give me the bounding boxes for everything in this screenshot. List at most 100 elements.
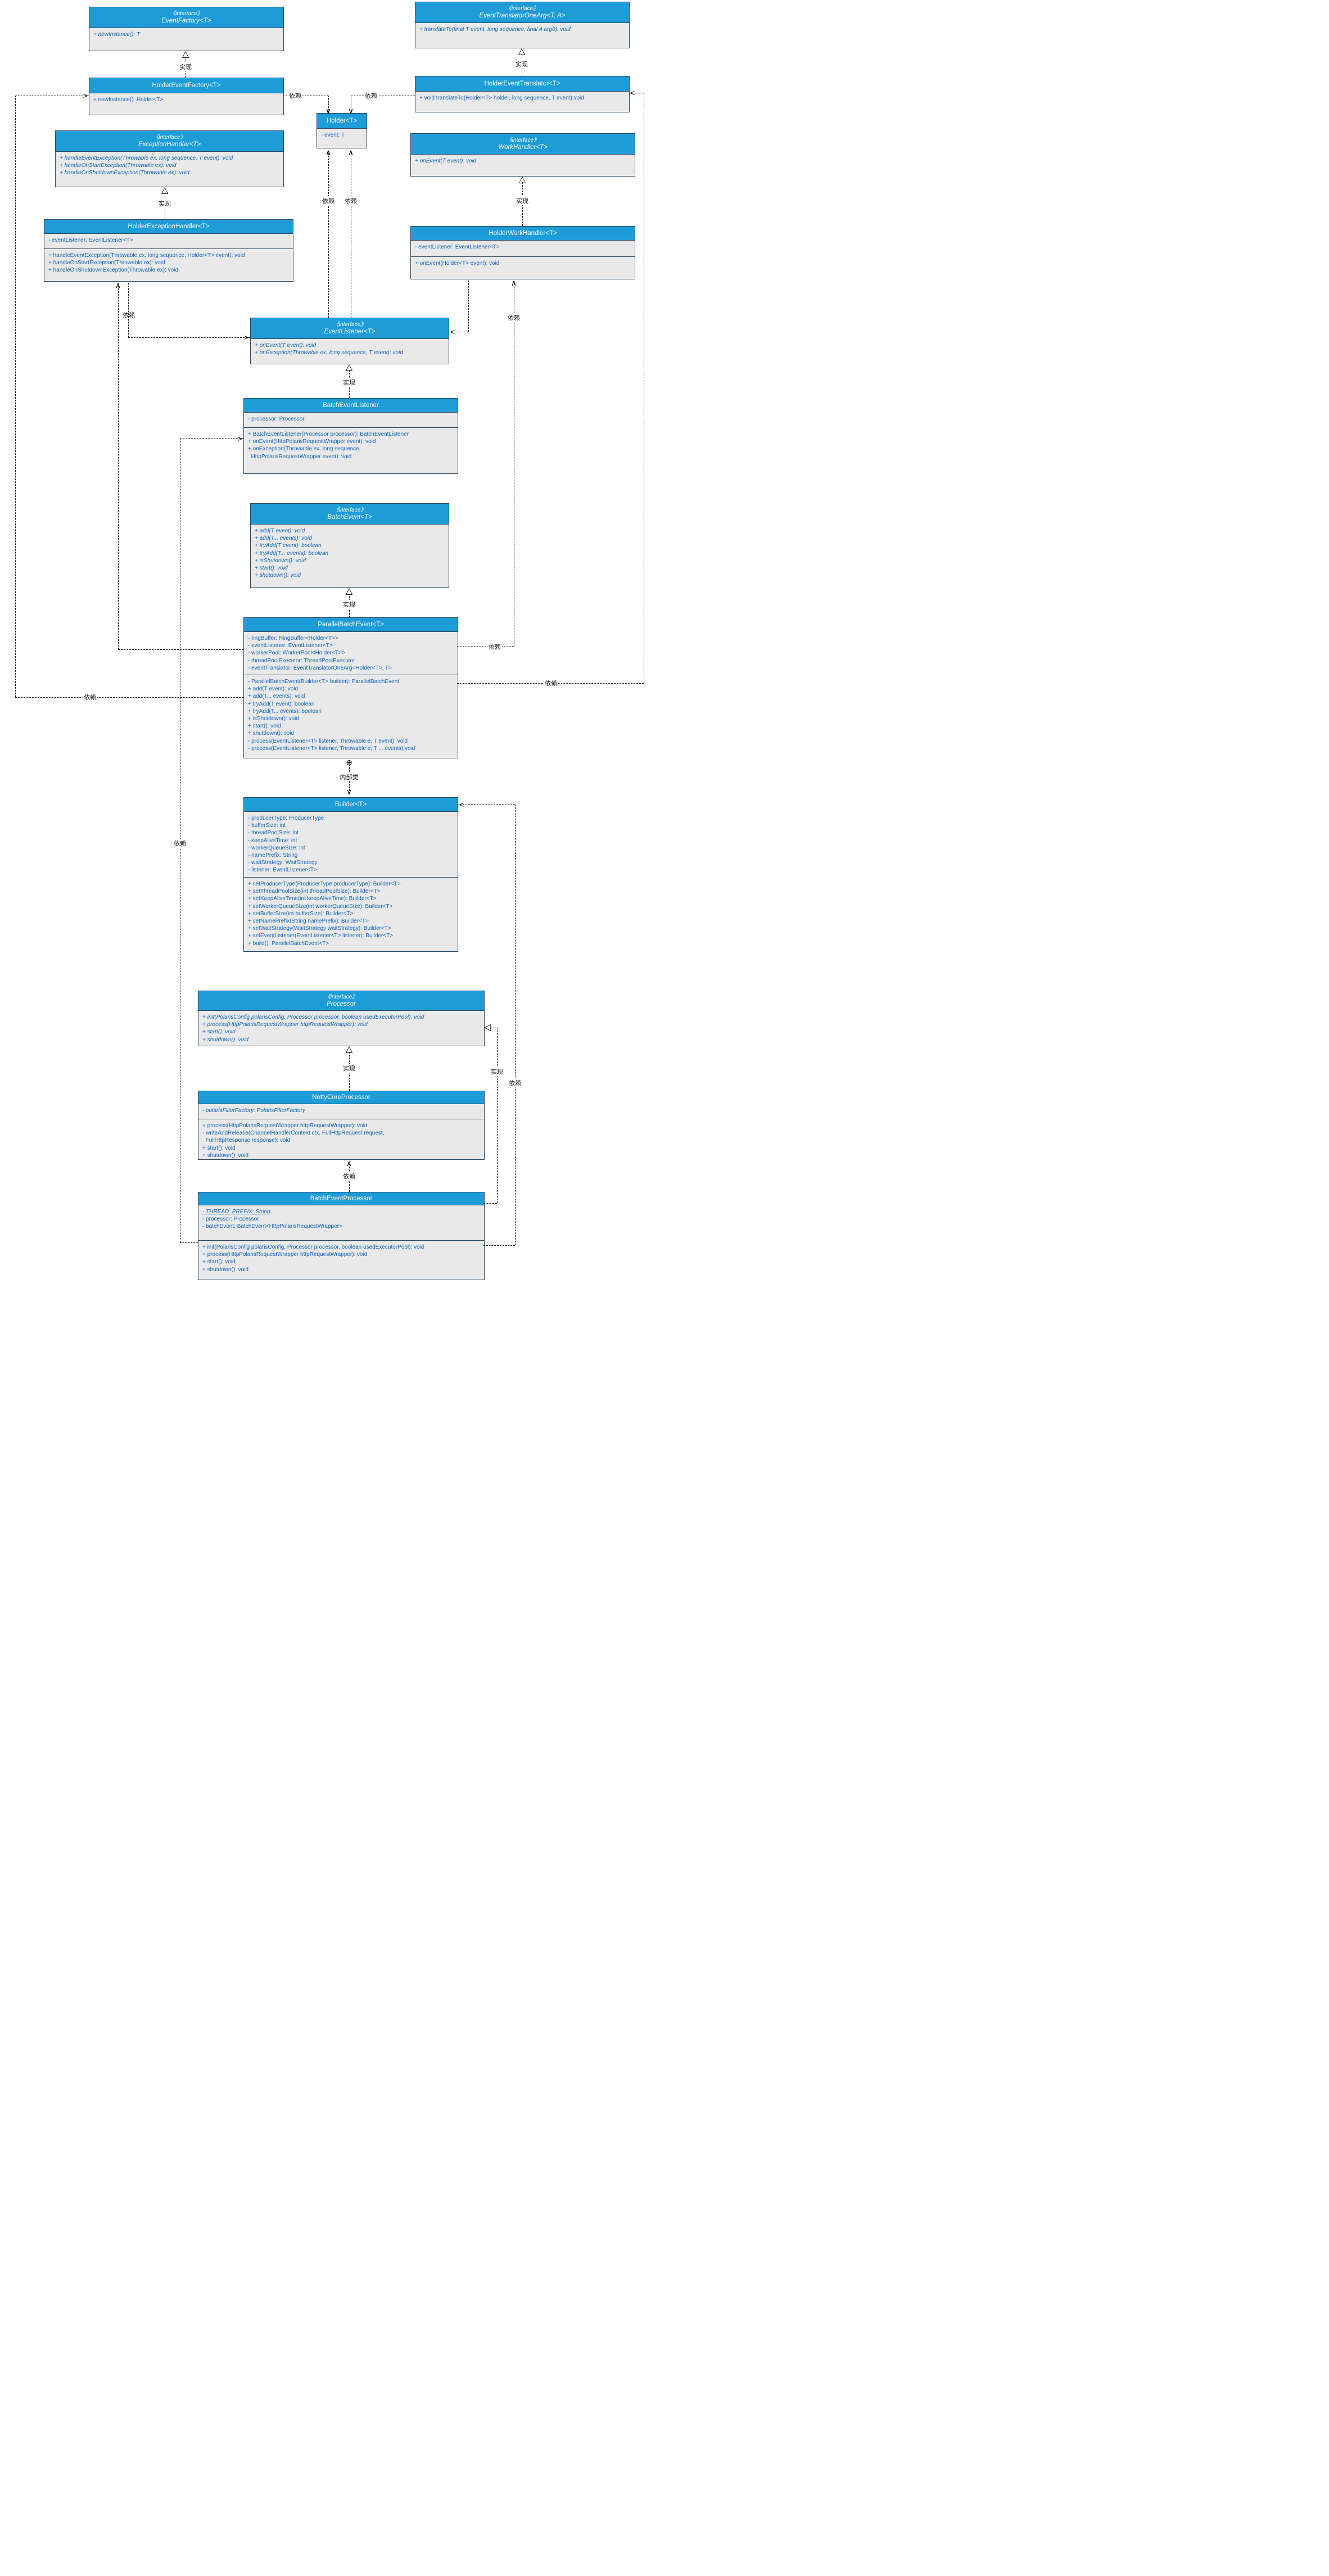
- class-stereotype: 《interface》: [324, 993, 358, 1000]
- connector-label-depend: 依赖: [507, 313, 521, 322]
- connector-label-realize: 实现: [342, 378, 356, 387]
- class-header: 《interface》WorkHandler<T>: [411, 134, 635, 155]
- connector-label-depend: 依赖: [121, 310, 136, 319]
- member-line: + onEvent(T event): void: [255, 342, 317, 349]
- connector-realize-batchprocessor-processor: [483, 1203, 497, 1204]
- class-attributes-section: - polarisFilterFactory: PolarisFilterFac…: [198, 1104, 484, 1119]
- member-line: + handleOnShutdownException(Throwable ex…: [48, 267, 178, 274]
- class-box-netty-core-processor: NettyCoreProcessor - polarisFilterFactory…: [198, 1091, 485, 1160]
- class-header: BatchEventProcessor: [198, 1192, 484, 1205]
- member-line: - eventListener: EventListener<T>: [48, 237, 133, 243]
- member-line: + tryAdd(T... events): boolean: [248, 708, 322, 715]
- class-methods-section: + BatchEventListener(Processor processor…: [244, 427, 458, 473]
- connector-label-realize: 实现: [157, 199, 172, 208]
- connector-dep-parallel-holderexception: [118, 649, 243, 650]
- class-header: HolderEventFactory<T>: [89, 78, 283, 93]
- realize-triangle-icon: △: [345, 1045, 353, 1054]
- member-line: - workerPool: WorkerPool<Holder<T>>: [248, 650, 345, 657]
- class-box-batch-event: 《interface》BatchEvent<T>+ add(T event): …: [250, 503, 449, 588]
- class-methods-section: + newInstance(): Holder<T>: [89, 93, 283, 115]
- class-box-exception-handler: 《interface》ExceptionHandler<T>+ handleEv…: [55, 130, 284, 187]
- class-header: HolderEventTranslator<T>: [415, 76, 629, 92]
- dependency-arrow-icon: >: [237, 434, 243, 443]
- connector-label-depend: 依赖: [321, 196, 336, 205]
- realize-triangle-icon: △: [345, 363, 353, 372]
- class-name: Builder<T>: [334, 801, 367, 808]
- class-attributes-section: - producerType: ProducerType- bufferSize…: [244, 812, 458, 877]
- member-line: + setWorkerQueueSize(int workerQueueSize…: [248, 903, 393, 910]
- member-line: + setKeepAliveTime(int keepAliveTime): B…: [248, 896, 377, 902]
- member-line: + add(T event): void: [248, 686, 299, 693]
- realize-triangle-icon: △: [182, 49, 189, 59]
- member-line: + setEventListener(EventListener<T> list…: [248, 933, 394, 939]
- class-attributes-section: - eventListener: EventListener<T>: [44, 234, 293, 248]
- dependency-arrow-icon: ∨: [347, 106, 354, 115]
- member-line: - process(EventListener<T> listener, Thr…: [248, 738, 408, 744]
- member-line: + tryAdd(T event): boolean: [255, 543, 322, 549]
- class-stereotype: 《interface》: [505, 5, 539, 12]
- member-line: - eventListener: EventListener<T>: [248, 643, 333, 649]
- realize-triangle-icon: △: [518, 175, 526, 184]
- connector-label-depend: 依赖: [508, 1078, 522, 1087]
- class-methods-section: + void translateTo(Holder<T> holder, lon…: [415, 92, 629, 112]
- connector-label-realize: 实现: [490, 1067, 504, 1076]
- class-attributes-section: - THREAD_PREFIX: String- processor: Proc…: [198, 1205, 484, 1240]
- class-name: EventTranslatorOneArg<T, A>: [479, 12, 566, 19]
- class-header: Builder<T>: [244, 798, 458, 812]
- class-header: NettyCoreProcessor: [198, 1091, 484, 1104]
- member-line: - ParallelBatchEvent(Builder<T> builder)…: [248, 679, 400, 685]
- connector-dep-batchprocessor-builder: [515, 805, 516, 1245]
- member-line: + BatchEventListener(Processor processor…: [248, 431, 409, 437]
- member-line: - producerType: ProducerType: [248, 815, 324, 821]
- member-line: + build(): ParallelBatchEvent<T>: [248, 940, 329, 947]
- class-methods-section: + process(HttpPolarisRequestWrapper http…: [198, 1119, 484, 1159]
- member-line: - eventTranslator: EventTranslatorOneArg…: [248, 665, 392, 671]
- member-line: - THREAD_PREFIX: String: [202, 1209, 270, 1215]
- member-line: + shutdown(): void: [248, 730, 294, 737]
- class-methods-section: + add(T event): void+ add(T... events): …: [251, 525, 449, 587]
- class-name: Processor: [327, 1000, 356, 1007]
- connector-label-depend: 依赖: [83, 693, 97, 702]
- member-line: - threadPoolSize: int: [248, 830, 299, 837]
- connector-label-depend: 依赖: [173, 839, 187, 848]
- connector-label-depend: 依赖: [288, 91, 302, 100]
- class-box-holder-event-factory: HolderEventFactory<T> + newInstance(): Ho…: [89, 78, 284, 115]
- member-line: + add(T event): void: [255, 528, 305, 534]
- class-box-holder-event-translator: HolderEventTranslator<T>+ void translate…: [415, 76, 630, 112]
- member-line: + start(): void: [248, 723, 281, 730]
- member-line: - eventListener: EventListener<T>: [415, 244, 500, 250]
- class-attributes-section: - ringBuffer: RingBuffer<Holder<T>>- eve…: [244, 632, 458, 675]
- member-line: + onException(Throwable ex, long sequenc…: [248, 446, 361, 453]
- class-box-holder-exception-handler: HolderExceptionHandler<T> - eventListener…: [44, 219, 293, 282]
- member-line: + init(PolarisConfig polarisConfig, Proc…: [202, 1244, 424, 1250]
- member-line: + add(T... events): void: [248, 693, 305, 700]
- class-stereotype: 《interface》: [170, 10, 203, 17]
- connector-label-depend: 依赖: [487, 642, 502, 651]
- member-line: + start(): void: [202, 1029, 236, 1036]
- class-header: ParallelBatchEvent<T>: [244, 618, 458, 632]
- member-line: - threadPoolExecutor: ThreadPoolExecutor: [248, 657, 355, 664]
- member-line: + setBufferSize(int bufferSize): Builder…: [248, 910, 354, 917]
- class-methods-section: + init(PolarisConfig polarisConfig, Proc…: [198, 1011, 484, 1046]
- class-methods-section: + translateTo(final T event, long sequen…: [415, 23, 629, 48]
- realize-triangle-icon: ◁: [483, 1023, 491, 1032]
- member-line: + handleOnStartException(Throwable ex): …: [60, 162, 177, 169]
- class-name: NettyCoreProcessor: [312, 1093, 370, 1101]
- realize-triangle-icon: △: [518, 47, 526, 56]
- member-line: FullHttpResponse response): void: [202, 1137, 291, 1144]
- class-box-holder-work-handler: HolderWorkHandler<T> - eventListener: Eve…: [410, 226, 635, 279]
- class-name: ExceptionHandler<T>: [138, 141, 201, 148]
- class-box-event-factory: 《interface》EventFactory<T>+ newInstance(…: [89, 7, 284, 51]
- class-box-builder: Builder<T>- producerType: ProducerType- …: [243, 797, 458, 952]
- member-line: + tryAdd(T... events): boolean: [255, 550, 329, 557]
- class-name: HolderEventFactory<T>: [152, 82, 221, 89]
- member-line: + process(HttpPolarisRequestWrapper http…: [202, 1123, 368, 1129]
- connector-dep-holderexception-eventlistener: [128, 337, 250, 338]
- class-name: HolderWorkHandler<T>: [489, 229, 557, 237]
- member-line: + setProducerType(ProducerType producerT…: [248, 881, 401, 887]
- member-line: + setThreadPoolSize(int threadPoolSize):…: [248, 888, 381, 895]
- class-header: HolderExceptionHandler<T>: [44, 220, 293, 234]
- class-header: 《interface》EventTranslatorOneArg<T, A>: [415, 2, 629, 23]
- connector-label-realize: 实现: [342, 600, 356, 609]
- member-line: - batchEvent: BatchEvent<HttpPolarisRequ…: [202, 1223, 342, 1230]
